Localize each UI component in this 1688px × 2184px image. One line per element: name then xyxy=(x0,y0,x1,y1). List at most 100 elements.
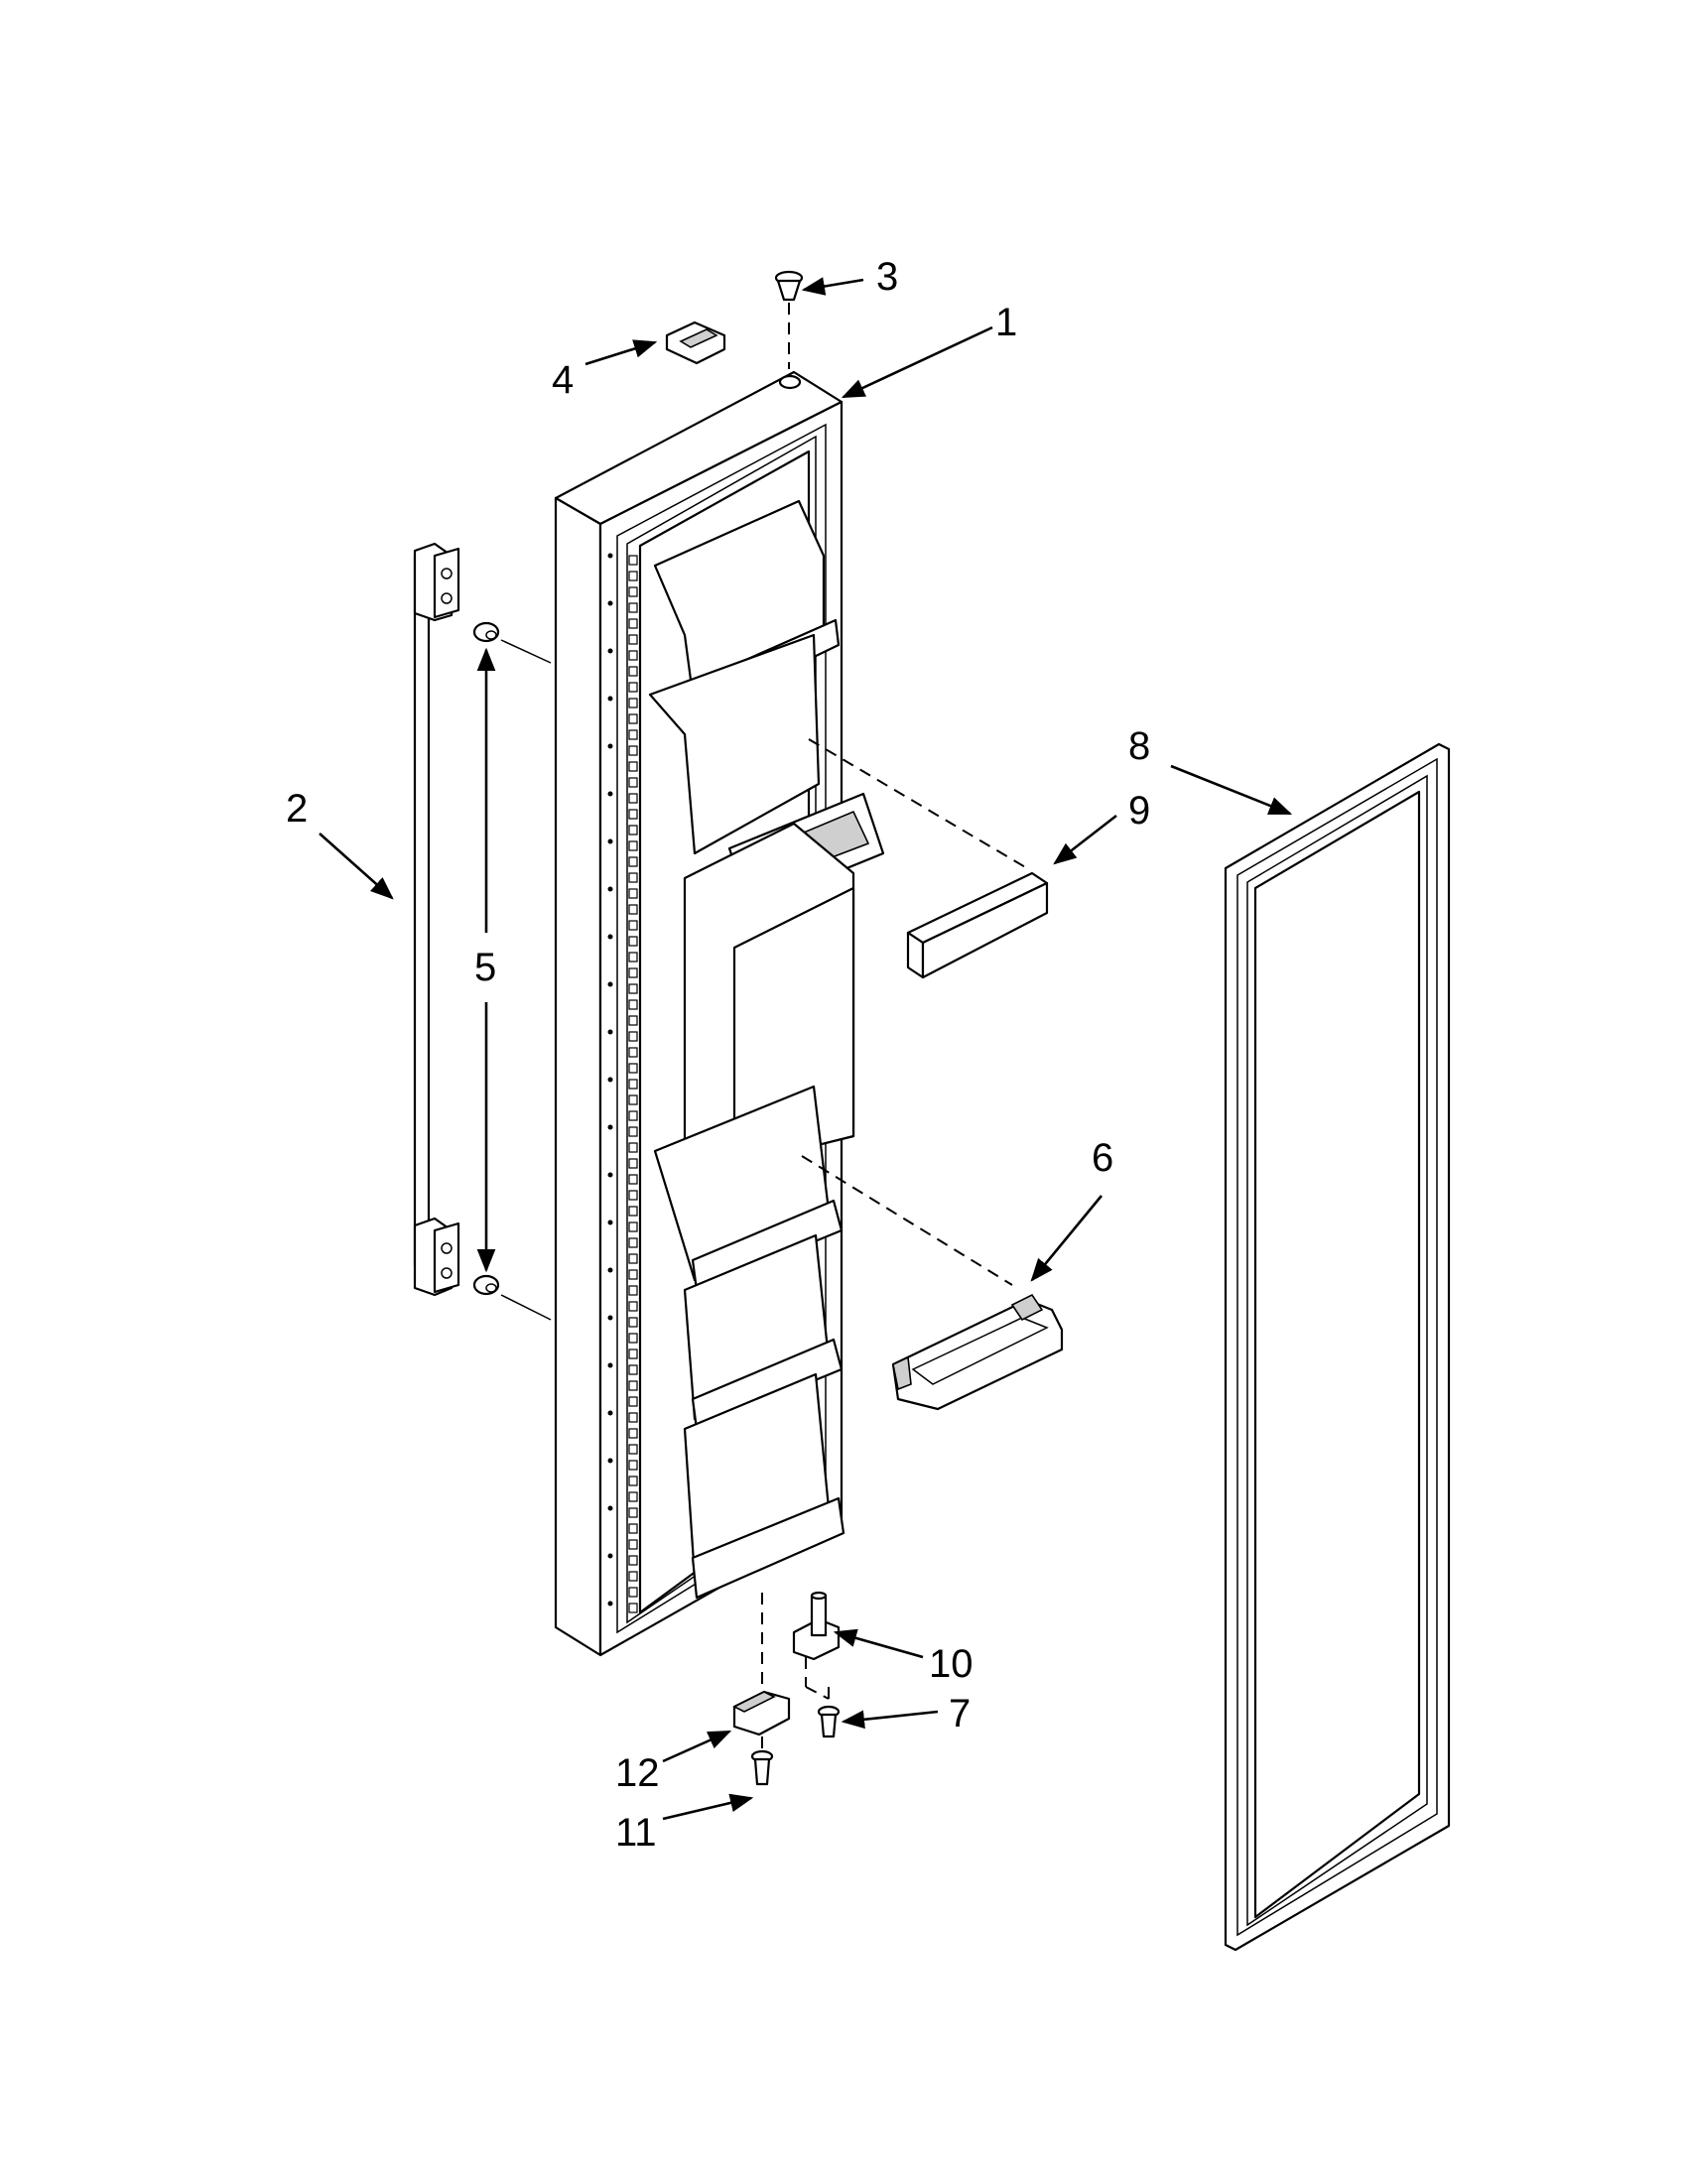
gasket-rib xyxy=(628,1174,638,1185)
gasket-rib xyxy=(628,1253,638,1264)
stop-screw-part-11 xyxy=(750,1736,774,1786)
gasket-rib xyxy=(628,952,638,963)
side-hole xyxy=(607,1029,613,1035)
gasket-rib xyxy=(628,1094,638,1105)
gasket-rib xyxy=(628,1285,638,1296)
callout-8: 8 xyxy=(1128,724,1150,768)
callout-7: 7 xyxy=(949,1692,971,1735)
leader-8 xyxy=(1170,764,1293,816)
gasket-rib xyxy=(628,1206,638,1217)
door-handle-part-2 xyxy=(413,542,460,1297)
callout-2: 2 xyxy=(286,787,308,831)
gasket-rib xyxy=(628,1317,638,1328)
leader-9 xyxy=(1053,814,1117,865)
side-hole xyxy=(607,1601,613,1606)
side-hole xyxy=(607,553,613,559)
leader-7 xyxy=(841,1710,939,1730)
gasket-rib xyxy=(628,920,638,931)
callout-4: 4 xyxy=(552,358,574,402)
side-hole xyxy=(607,648,613,654)
gasket-rib xyxy=(628,840,638,851)
gasket-rib xyxy=(628,1444,638,1455)
door-liner-bins xyxy=(648,499,885,1600)
leader-2 xyxy=(319,833,394,900)
side-hole xyxy=(607,1124,613,1130)
gasket-rib xyxy=(628,1349,638,1359)
side-hole xyxy=(607,886,613,892)
side-hole xyxy=(607,838,613,844)
side-hole xyxy=(607,600,613,606)
leader-11 xyxy=(662,1793,754,1821)
gasket-rib xyxy=(628,793,638,804)
callout-10: 10 xyxy=(929,1642,974,1686)
gasket-rib xyxy=(628,983,638,994)
door-side-holes xyxy=(607,553,613,1606)
callout-11: 11 xyxy=(615,1811,657,1855)
gasket-rib xyxy=(628,571,638,581)
gasket-rib xyxy=(628,1190,638,1201)
leader-10 xyxy=(833,1628,924,1659)
leader-12 xyxy=(662,1730,732,1763)
door-bin-part-6 xyxy=(801,1155,1064,1411)
gasket-rib xyxy=(628,682,638,693)
side-hole xyxy=(607,743,613,749)
gasket-rib xyxy=(628,1063,638,1074)
gasket-rib xyxy=(628,1269,638,1280)
callout-labels: 1 2 3 4 5 6 7 8 9 10 11 12 xyxy=(286,255,1150,1855)
callout-12: 12 xyxy=(615,1751,660,1795)
side-hole xyxy=(607,934,613,940)
shelf-rail-part-9 xyxy=(808,738,1049,979)
callout-1: 1 xyxy=(995,301,1017,344)
lower-hinge-part-10 xyxy=(792,1591,841,1700)
hinge-screw-part-7 xyxy=(817,1687,841,1738)
hinge-pin-part-3 xyxy=(774,270,804,369)
side-hole xyxy=(607,1267,613,1273)
side-hole xyxy=(607,696,613,702)
door-stop-part-12 xyxy=(732,1593,791,1736)
gasket-rib xyxy=(628,1428,638,1439)
gasket-rib xyxy=(628,1142,638,1153)
gasket-rib xyxy=(628,745,638,756)
gasket-rib xyxy=(628,936,638,947)
gasket-rib xyxy=(628,1603,638,1613)
side-hole xyxy=(607,1458,613,1464)
gasket-rib xyxy=(628,1364,638,1375)
callout-5: 5 xyxy=(474,946,496,989)
gasket-rib xyxy=(628,1015,638,1026)
gasket-rib xyxy=(628,1221,638,1232)
gasket-rib xyxy=(628,1158,638,1169)
gasket-rib xyxy=(628,1396,638,1407)
door-gasket-ribs xyxy=(628,555,638,1613)
gasket-rib xyxy=(628,1523,638,1534)
gasket-rib xyxy=(628,1237,638,1248)
gasket-rib xyxy=(628,634,638,645)
gasket-rib xyxy=(628,872,638,883)
gasket-rib xyxy=(628,1047,638,1058)
gasket-rib xyxy=(628,1301,638,1312)
side-hole xyxy=(607,791,613,797)
gasket-rib xyxy=(628,761,638,772)
gasket-rib xyxy=(628,1380,638,1391)
gasket-rib xyxy=(628,650,638,661)
hinge-cover-part-4 xyxy=(665,321,726,365)
side-hole xyxy=(607,1505,613,1511)
gasket-rib xyxy=(628,1126,638,1137)
leader-4 xyxy=(584,339,658,366)
side-hole xyxy=(607,1410,613,1416)
gasket-rib xyxy=(628,1333,638,1344)
side-hole xyxy=(607,1553,613,1559)
gasket-rib xyxy=(628,1412,638,1423)
gasket-rib xyxy=(628,1539,638,1550)
callout-9: 9 xyxy=(1128,789,1150,833)
gasket-rib xyxy=(628,666,638,677)
door-gasket-part-8 xyxy=(1224,742,1451,1952)
side-hole xyxy=(607,1172,613,1178)
gasket-rib xyxy=(628,1571,638,1582)
gasket-rib xyxy=(628,1110,638,1121)
leader-3 xyxy=(801,277,864,296)
gasket-rib xyxy=(628,967,638,978)
handle-spacers-part-5 xyxy=(472,621,552,1321)
side-hole xyxy=(607,981,613,987)
gasket-rib xyxy=(628,555,638,566)
side-hole xyxy=(607,1315,613,1321)
